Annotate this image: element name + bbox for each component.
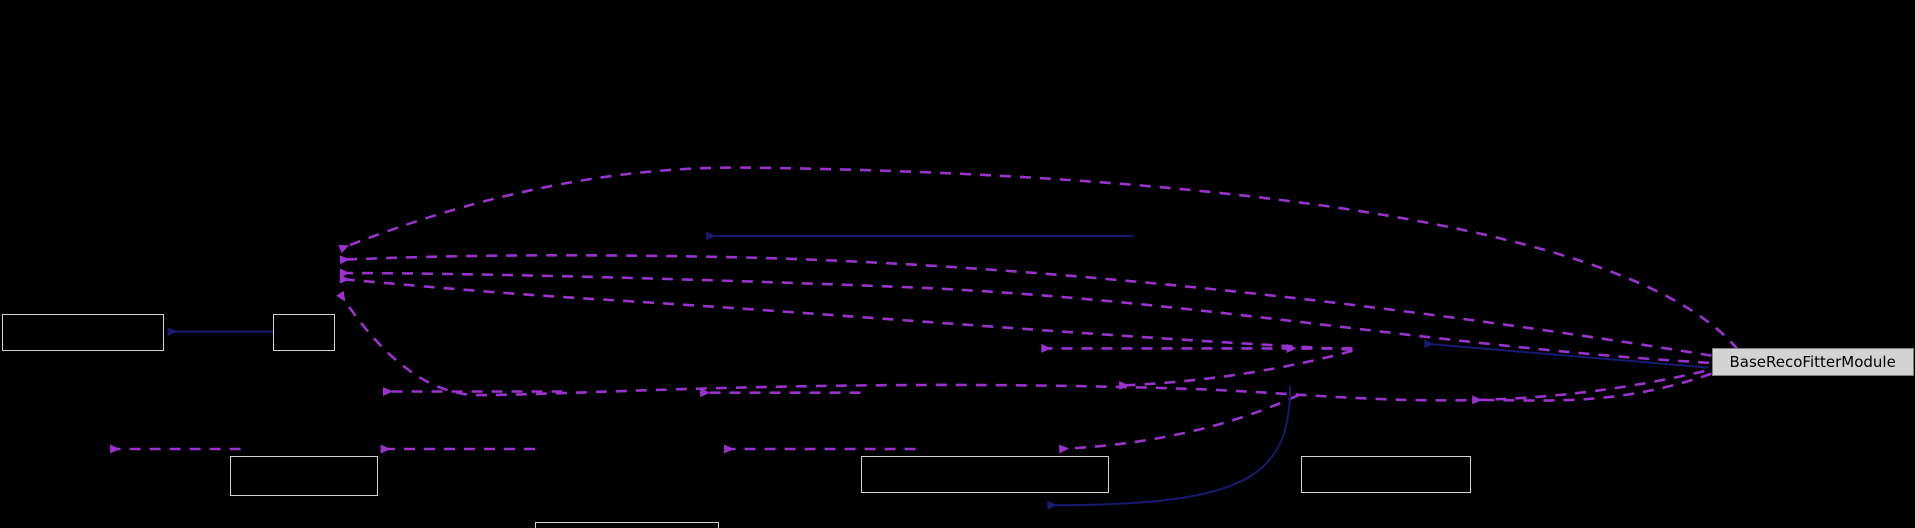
graph-node-label (231, 457, 377, 495)
graph-edge-usage (339, 254, 1712, 357)
graph-edge-usage (336, 290, 1705, 402)
graph-node-label (536, 523, 718, 528)
graph-node[interactable] (272, 313, 336, 351)
graph-node[interactable] (535, 522, 720, 528)
graph-node[interactable] (1301, 456, 1471, 494)
graph-edge-usage (1118, 349, 1353, 390)
graph-edge-usage (338, 166, 1739, 351)
graph-node-label (3, 315, 163, 350)
graph-node[interactable] (860, 456, 1110, 494)
graph-node-label: BaseRecoFitterModule (1729, 352, 1896, 371)
graph-node-focus[interactable]: BaseRecoFitterModule (1711, 348, 1914, 376)
edge-layer (110, 166, 1739, 510)
graph-node-label (274, 315, 334, 350)
graph-node-label (862, 457, 1109, 492)
graph-node[interactable] (229, 456, 379, 496)
graph-edge-inheritance (1047, 385, 1292, 510)
graph-node[interactable] (2, 313, 164, 351)
graph-edge-usage (1058, 393, 1300, 454)
graph-node-label (1302, 457, 1470, 492)
graph-edge-usage (339, 274, 1353, 351)
graph-edge-inheritance (1423, 339, 1710, 369)
